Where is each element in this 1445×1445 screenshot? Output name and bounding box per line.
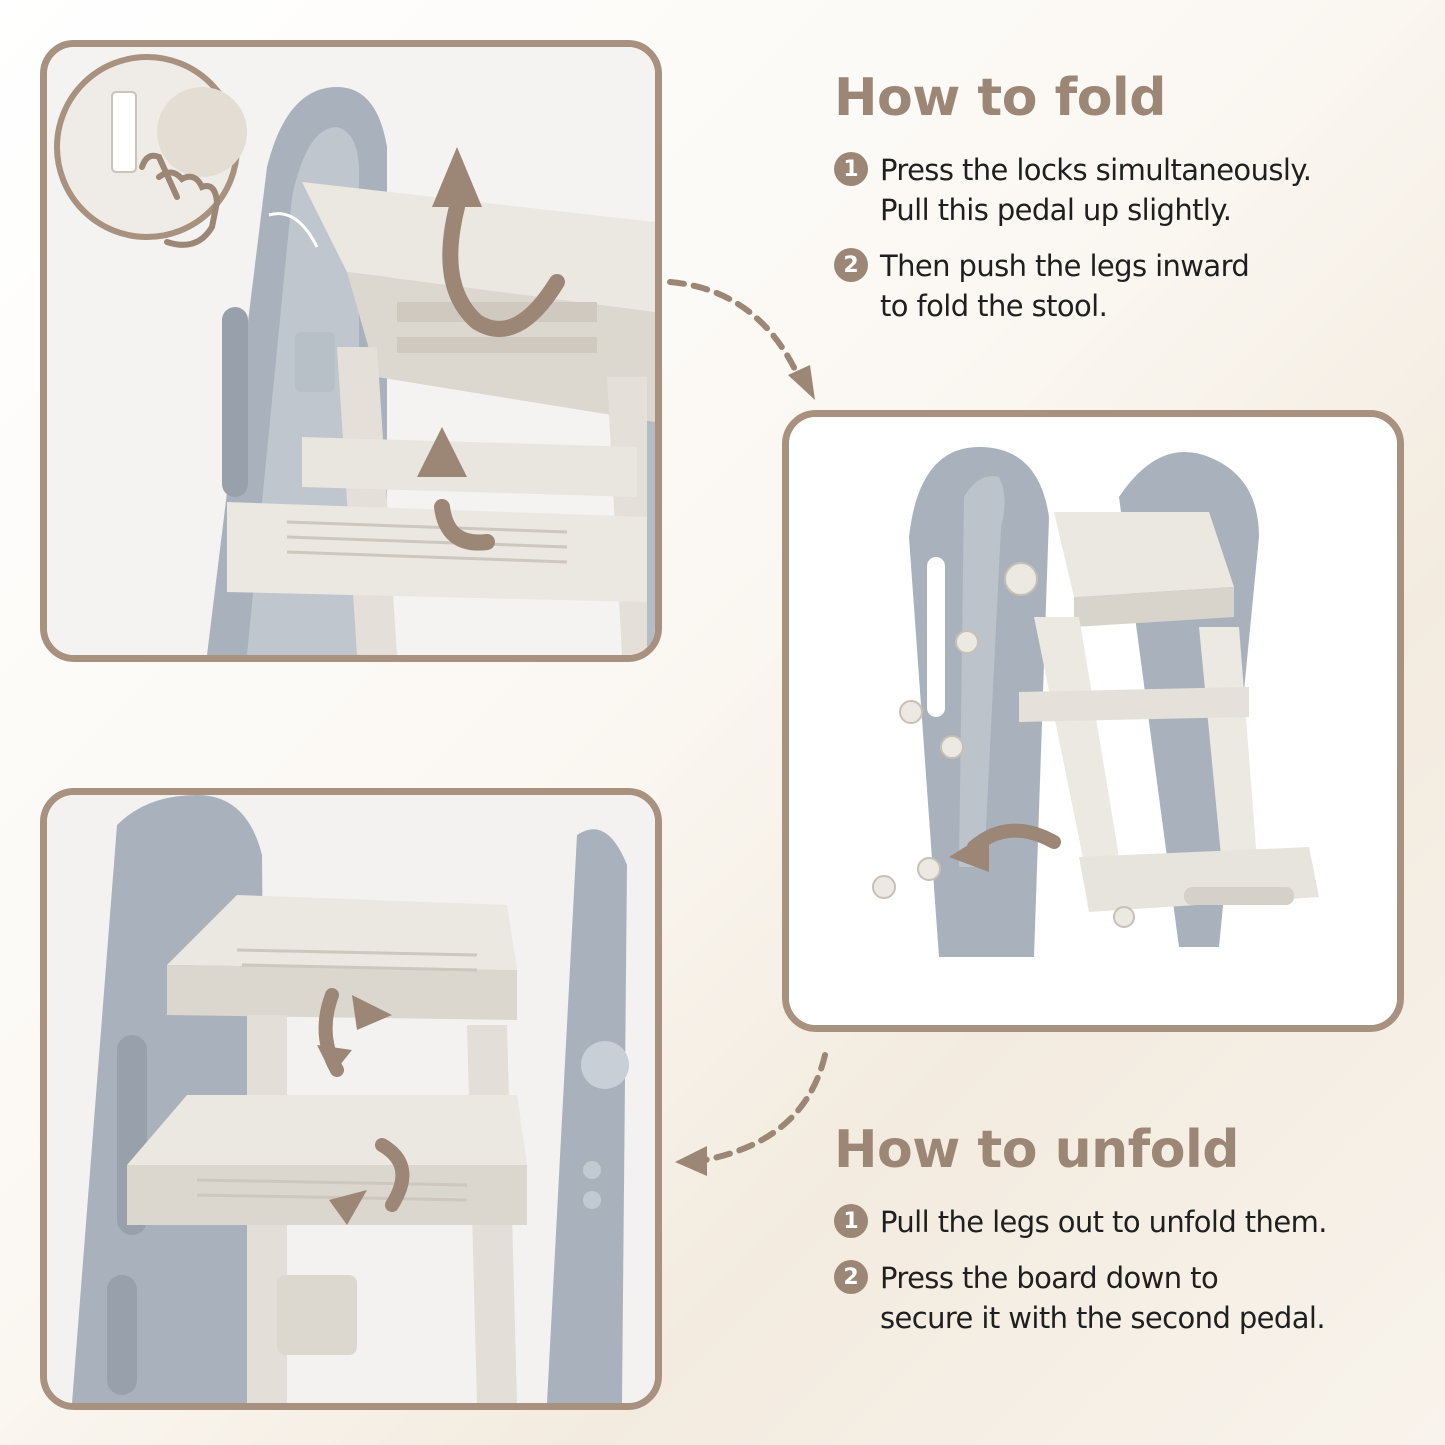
step-number-badge: 2: [834, 1260, 868, 1294]
fold-step-2: 2 Then push the legs inward to fold the …: [834, 246, 1424, 326]
fold-step-2-text: Then push the legs inward to fold the st…: [880, 249, 1250, 323]
step-number-badge: 2: [834, 248, 868, 282]
fold-closeup-image: [40, 40, 662, 662]
fold-step-1: 1 Press the locks simultaneously. Pull t…: [834, 150, 1424, 230]
stool-pedal-illustration: [47, 47, 655, 655]
unfold-step-1: 1 Pull the legs out to unfold them.: [834, 1202, 1434, 1242]
hand-press-icon: [139, 152, 221, 248]
dashed-arrow-icon: [675, 1052, 828, 1176]
unfold-instructions: How to unfold 1 Pull the legs out to unf…: [834, 1120, 1434, 1354]
rotate-arrow-icon: [434, 199, 565, 551]
dashed-arrow-icon: [667, 279, 815, 400]
stool-full-illustration: [789, 417, 1397, 1025]
fold-step-1-text: Press the locks simultaneously. Pull thi…: [880, 153, 1312, 227]
folded-stool-image: [782, 410, 1404, 1032]
fold-heading: How to fold: [834, 68, 1166, 128]
unfold-closeup-image: [40, 788, 662, 1410]
unfold-step-1-text: Pull the legs out to unfold them.: [880, 1205, 1327, 1239]
stool-steps-illustration: [47, 795, 655, 1403]
fold-instructions: How to fold 1 Press the locks simultaneo…: [834, 68, 1424, 342]
unfold-heading: How to unfold: [834, 1120, 1240, 1180]
step-number-badge: 1: [834, 1204, 868, 1238]
step-number-badge: 1: [834, 152, 868, 186]
unfold-step-2: 2 Press the board down to secure it with…: [834, 1258, 1434, 1338]
unfold-step-2-text: Press the board down to secure it with t…: [880, 1261, 1326, 1335]
